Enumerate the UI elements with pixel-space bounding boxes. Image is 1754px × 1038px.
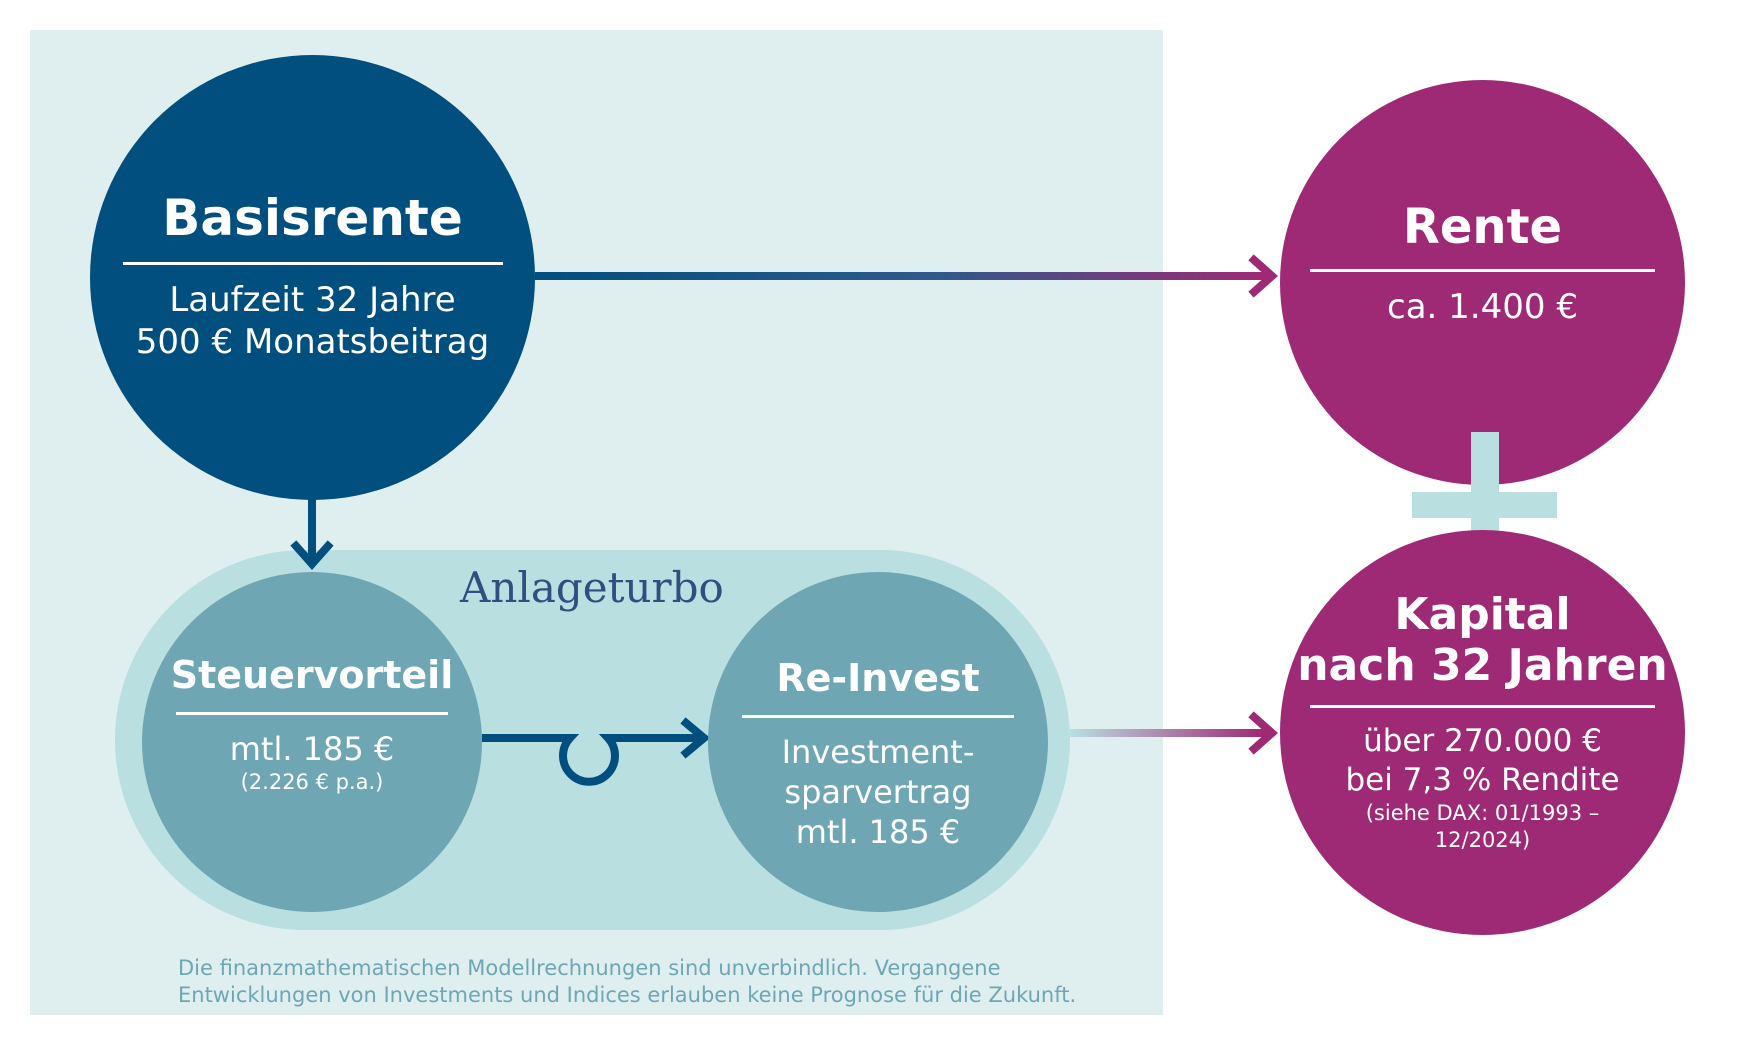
basisrente-laufzeit: Laufzeit 32 Jahre [169,279,456,320]
node-steuervorteil: Steuervorteil mtl. 185 € (2.226 € p.a.) [142,572,482,912]
reinvest-line2: sparvertrag [784,772,972,811]
disclaimer: Die finanzmathematischen Modellrechnunge… [178,955,1076,1010]
node-kapital: Kapital nach 32 Jahren über 270.000 € be… [1280,530,1685,935]
reinvest-line3: mtl. 185 € [795,812,961,851]
arrow-head-rente [1248,254,1279,298]
disclaimer-line1: Die finanzmathematischen Modellrechnunge… [178,956,1001,980]
disclaimer-line2: Entwicklungen von Investments und Indice… [178,983,1077,1008]
arrow-head-steuervorteil [290,540,334,571]
kapital-title-line2: nach 32 Jahren [1297,639,1668,691]
node-basisrente: Basisrente Laufzeit 32 Jahre 500 € Monat… [90,55,535,500]
reinvest-divider [742,714,1014,718]
steuervorteil-note: (2.226 € p.a.) [240,769,384,794]
node-reinvest: Re-Invest Investment- sparvertrag mtl. 1… [708,572,1048,912]
rente-value: ca. 1.400 € [1387,287,1578,328]
basisrente-title: Basisrente [162,189,463,247]
arrow-steuervorteil-to-reinvest [482,734,700,786]
kapital-value: über 270.000 € [1363,723,1602,760]
arrow-head-reinvest [680,717,711,759]
steuervorteil-title: Steuervorteil [170,653,454,697]
kapital-title-line1: Kapital [1394,589,1571,640]
anlageturbo-label: Anlageturbo [460,563,724,612]
reinvest-title: Re-Invest [776,656,980,700]
reinvest-line1: Investment- [781,732,975,771]
steuervorteil-value: mtl. 185 € [229,729,395,768]
kapital-rendite: bei 7,3 % Rendite [1345,761,1620,798]
node-rente: Rente ca. 1.400 € [1280,80,1685,485]
basisrente-beitrag: 500 € Monatsbeitrag [135,322,490,362]
kapital-divider [1310,705,1655,709]
rente-divider [1310,269,1655,273]
rente-title: Rente [1402,199,1563,255]
arrow-head-kapital [1248,711,1279,755]
basisrente-divider [122,261,503,265]
kapital-note-line2: 12/2024) [1434,827,1531,852]
kapital-note-line1: (siehe DAX: 01/1993 – [1365,800,1600,825]
steuervorteil-divider [176,711,448,715]
